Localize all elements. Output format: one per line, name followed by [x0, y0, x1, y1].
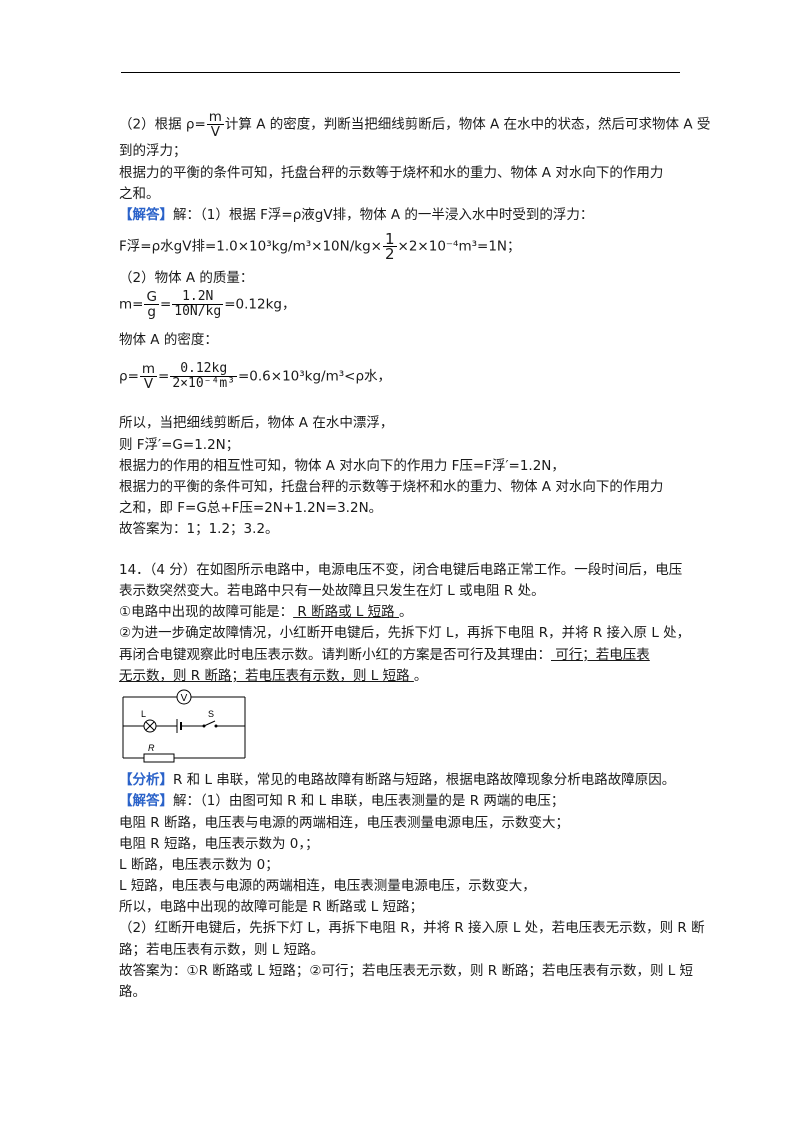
text-line: 之和，即 F=G总+F压=2N+1.2N=3.2N。	[119, 500, 383, 516]
analysis-line: 【分析】R 和 L 串联，常见的电路故障有断路与短路，根据电路故障现象分析电路故…	[119, 772, 676, 788]
circuit-diagram: V L S R	[122, 689, 246, 763]
text-line: 到的浮力；	[119, 143, 187, 159]
resistor-symbol	[143, 753, 175, 763]
answer-blank: R 断路或 L 短路	[293, 604, 399, 620]
solution-line: 【解答】解：（1）由图可知 R 和 L 串联，电压表测量的是 R 两端的电压；	[119, 793, 565, 809]
solution-line: L 短路，电压表与电源的两端相连，电压表测量电源电压，示数变大，	[119, 878, 536, 894]
question-line: 无示数，则 R 断路；若电压表有示数，则 L 短路 。	[119, 668, 428, 684]
analysis-tag: 【分析】	[119, 772, 173, 788]
text-line: 【解答】解：（1）根据 F浮=ρ液gV排，物体 A 的一半浸入水中时受到的浮力：	[119, 207, 594, 223]
question-line: ①电路中出现的故障可能是： R 断路或 L 短路 。	[119, 604, 413, 620]
battery-symbol	[176, 719, 182, 733]
text-line: （2）物体 A 的质量：	[119, 270, 254, 286]
solution-line: 路。	[119, 984, 146, 1000]
header-rule	[121, 72, 680, 73]
text-line: 根据力的作用的相互性可知，物体 A 对水向下的作用力 F压=F浮′=1.2N，	[119, 458, 565, 474]
solution-line: 所以，电路中出现的故障可能是 R 断路或 L 短路；	[119, 899, 424, 915]
resistor-label: R	[148, 743, 155, 753]
text-line: 根据力的平衡的条件可知，托盘台秤的示数等于烧杯和水的重力、物体 A 对水向下的作…	[119, 165, 664, 181]
voltmeter-label: V	[181, 693, 188, 704]
text-line: 所以，当把细线剪断后，物体 A 在水中漂浮，	[119, 415, 394, 431]
solution-line: 故答案为：①R 断路或 L 短路；②可行；若电压表无示数，则 R 断路；若电压表…	[119, 963, 694, 979]
solution-line: 电阻 R 短路，电压表示数为 0，；	[119, 836, 319, 852]
text-line: 物体 A 的密度：	[119, 332, 218, 348]
lamp-label: L	[141, 709, 146, 719]
question-line: 表示数突然变大。若电路中只有一处故障且只发生在灯 L 或电阻 R 处。	[119, 583, 545, 599]
question-line: ②为进一步确定故障情况，小红断开电键后，先拆下灯 L，再拆下电阻 R，并将 R …	[119, 625, 691, 641]
answer-tag: 【解答】	[119, 207, 173, 223]
switch-symbol	[202, 720, 218, 728]
answer-blank: 无示数，则 R 断路；若电压表有示数，则 L 短路	[119, 668, 414, 684]
solution-line: 路；若电压表有示数，则 L 短路。	[119, 942, 325, 958]
question-line: 再闭合电键观察此时电压表示数。请判断小红的方案是否可行及其理由： 可行；若电压表	[119, 647, 650, 663]
switch-label: S	[208, 709, 214, 719]
text-line: 根据力的平衡的条件可知，托盘台秤的示数等于烧杯和水的重力、物体 A 对水向下的作…	[119, 479, 664, 495]
text-line: 故答案为：1；1.2；3.2。	[119, 521, 279, 537]
question-line: 14．（4 分）在如图所示电路中，电源电压不变，闭合电键后电路正常工作。一段时间…	[119, 562, 683, 578]
voltmeter-symbol	[176, 689, 192, 705]
answer-tag: 【解答】	[119, 793, 173, 809]
solution-line: L 断路，电压表示数为 0；	[119, 857, 279, 873]
text-line: 之和。	[119, 186, 160, 202]
text-line: 则 F浮′=G=1.2N；	[119, 437, 240, 453]
solution-line: 电阻 R 断路，电压表与电源的两端相连，电压表测量电源电压，示数变大；	[119, 815, 569, 831]
answer-blank: 可行；若电压表	[551, 647, 650, 663]
lamp-symbol	[143, 719, 157, 733]
solution-line: （2）红断开电键后，先拆下灯 L，再拆下电阻 R，并将 R 接入原 L 处，若电…	[119, 920, 705, 936]
